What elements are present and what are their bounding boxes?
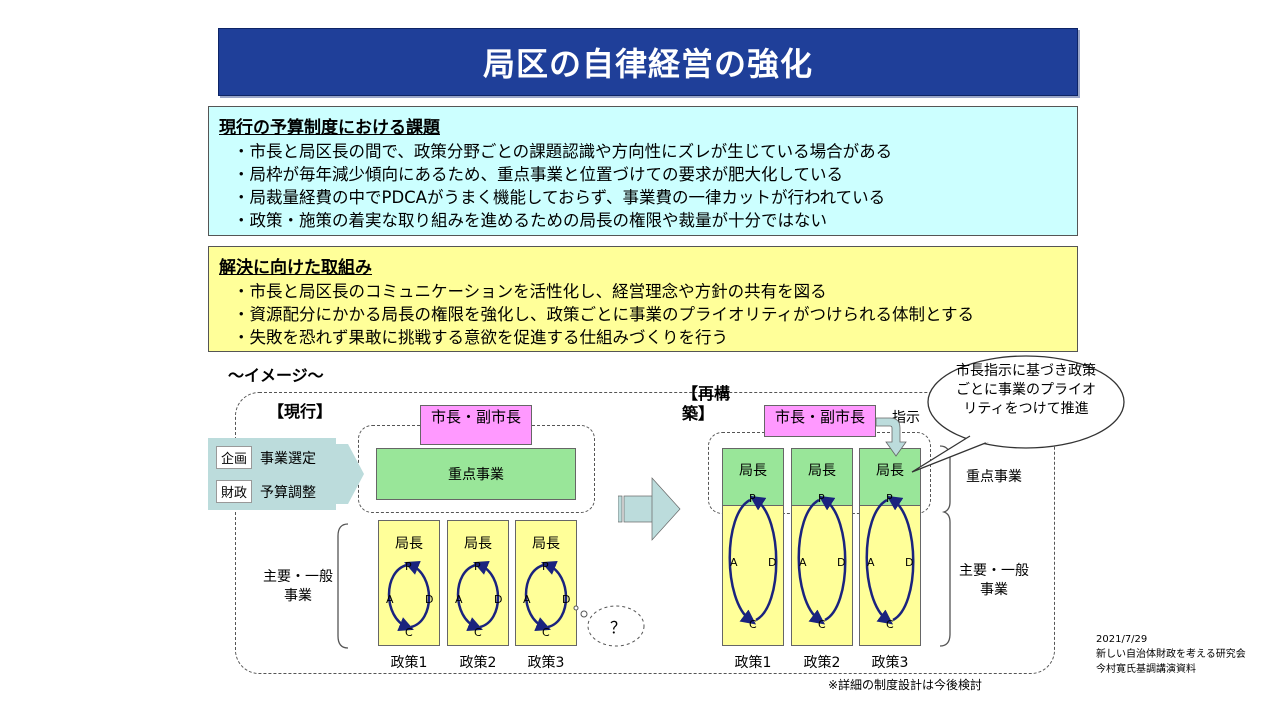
pdca-p: P xyxy=(474,560,481,573)
current-director-2: 局長 xyxy=(464,536,492,552)
instruction-arrow-icon xyxy=(875,417,907,457)
pdca-c: C xyxy=(542,626,550,639)
solution-item: 市長と局区長のコミュニケーションを活性化し、経営理念や方針の共有を図る xyxy=(233,280,1067,303)
pdca-c: C xyxy=(405,626,413,639)
callout-text: 市長指示に基づき政策ごとに事業のプライオリティをつけて推進 xyxy=(956,363,1096,417)
pdca-c: C xyxy=(474,626,482,639)
pdca-a: A xyxy=(523,593,531,606)
solution-item: 資源配分にかかる局長の権限を強化し、政策ごとに事業のプライオリティがつけられる体… xyxy=(233,303,1067,326)
current-director-3: 局長 xyxy=(532,536,560,552)
source-line2: 今村寛氏基調講演資料 xyxy=(1096,664,1196,675)
dept-row-planning: 企画 事業選定 xyxy=(216,446,316,469)
pdca-d: D xyxy=(837,556,846,569)
dept-row-finance: 財政 予算調整 xyxy=(216,480,316,503)
source-block: 2021/7/29 新しい自治体財政を考える研究会 今村寛氏基調講演資料 xyxy=(1096,632,1246,677)
pdca-p: P xyxy=(749,492,756,505)
pdca-a: A xyxy=(730,556,738,569)
restructured-policy-3: 政策3 xyxy=(871,655,909,671)
source-line1: 新しい自治体財政を考える研究会 xyxy=(1096,649,1246,660)
restructured-policy-2: 政策2 xyxy=(803,655,841,671)
current-bracket xyxy=(337,523,349,649)
restructured-pdca-cycles xyxy=(728,495,915,625)
solution-item: 失敗を恐れず果敢に挑戦する意欲を促進する仕組みづくりを行う xyxy=(233,326,1067,349)
pdca-d: D xyxy=(905,556,914,569)
pdca-cycle-icon xyxy=(728,495,778,625)
pdca-a: A xyxy=(799,556,807,569)
pdca-c: C xyxy=(749,618,757,631)
current-policy-2: 政策2 xyxy=(459,655,497,671)
current-policy-3: 政策3 xyxy=(527,655,565,671)
pdca-a: A xyxy=(455,593,463,606)
issues-panel: 現行の予算制度における課題 市長と局区長の間で、政策分野ごとの課題認識や方向性に… xyxy=(208,106,1078,236)
pdca-cycle-icon xyxy=(456,560,500,632)
dept-tag-planning: 企画 xyxy=(216,446,253,469)
dept-tag-finance: 財政 xyxy=(216,480,253,503)
question-bubble-icon xyxy=(573,605,645,647)
page-title: 局区の自律経営の強化 xyxy=(482,45,813,83)
pdca-cycle-icon xyxy=(797,495,847,625)
dept-arrow-icon xyxy=(326,444,364,504)
restructured-priority-label: 重点事業 xyxy=(966,469,1022,485)
transition-arrow-icon xyxy=(618,477,681,541)
restructured-director-3: 局長 xyxy=(876,463,904,479)
pdca-p: P xyxy=(405,560,412,573)
pdca-a: A xyxy=(867,556,875,569)
pdca-d: D xyxy=(562,593,571,606)
image-label: 〜イメージ〜 xyxy=(228,366,324,385)
issue-item: 政策・施策の着実な取り組みを進めるための局長の権限や裁量が十分ではない xyxy=(233,209,1067,232)
issue-item: 市長と局区長の間で、政策分野ごとの課題認識や方向性にズレが生じている場合がある xyxy=(233,140,1067,163)
pdca-cycle-icon xyxy=(524,560,568,632)
dept-text-budget: 予算調整 xyxy=(260,484,317,501)
restructured-mayor-box: 市長・副市長 xyxy=(764,405,876,437)
restructured-director-2: 局長 xyxy=(808,463,836,479)
pdca-a: A xyxy=(386,593,394,606)
solutions-heading: 解決に向けた取組み xyxy=(219,258,372,278)
dept-text-selection: 事業選定 xyxy=(260,450,317,467)
source-date: 2021/7/29 xyxy=(1096,634,1148,645)
question-mark: ？ xyxy=(610,618,627,637)
pdca-p: P xyxy=(542,560,549,573)
pdca-d: D xyxy=(494,593,503,606)
diagram-outer-frame xyxy=(235,392,1055,674)
pdca-cycle-icon xyxy=(865,495,915,625)
pdca-p: P xyxy=(886,492,893,505)
pdca-d: D xyxy=(425,593,434,606)
title-banner: 局区の自律経営の強化 xyxy=(218,28,1078,96)
current-pdca-cycles xyxy=(387,560,568,632)
pdca-c: C xyxy=(886,618,894,631)
restructured-director-1: 局長 xyxy=(739,463,767,479)
current-mayor-box: 市長・副市長 xyxy=(420,405,532,445)
restructured-main-label: 主要・一般事業 xyxy=(959,563,1029,598)
current-director-1: 局長 xyxy=(395,536,423,552)
restructured-label: 【再構築】 xyxy=(682,384,731,423)
current-label: 【現行】 xyxy=(268,402,333,421)
callout-bubble-icon xyxy=(911,355,1125,473)
issue-item: 局裁量経費の中でPDCAがうまく機能しておらず、事業費の一律カットが行われている xyxy=(233,186,1067,209)
issues-list: 市長と局区長の間で、政策分野ごとの課題認識や方向性にズレが生じている場合がある … xyxy=(219,140,1067,232)
solutions-list: 市長と局区長のコミュニケーションを活性化し、経営理念や方針の共有を図る 資源配分… xyxy=(219,280,1067,349)
pdca-d: D xyxy=(768,556,777,569)
issue-item: 局枠が毎年減少傾向にあるため、重点事業と位置づけての要求が肥大化している xyxy=(233,163,1067,186)
current-priority-box: 重点事業 xyxy=(376,448,576,500)
current-main-label: 主要・一般事業 xyxy=(263,569,333,604)
restructured-policy-1: 政策1 xyxy=(734,655,772,671)
solutions-panel: 解決に向けた取組み 市長と局区長のコミュニケーションを活性化し、経営理念や方針の… xyxy=(208,246,1078,352)
pdca-c: C xyxy=(818,618,826,631)
issues-heading: 現行の予算制度における課題 xyxy=(219,118,440,138)
footnote: ※詳細の制度設計は今後検討 xyxy=(828,678,983,692)
pdca-cycle-icon xyxy=(387,560,431,632)
pdca-p: P xyxy=(818,492,825,505)
current-column-1 xyxy=(378,520,440,646)
current-policy-1: 政策1 xyxy=(390,655,428,671)
current-priority-label: 重点事業 xyxy=(448,467,504,483)
